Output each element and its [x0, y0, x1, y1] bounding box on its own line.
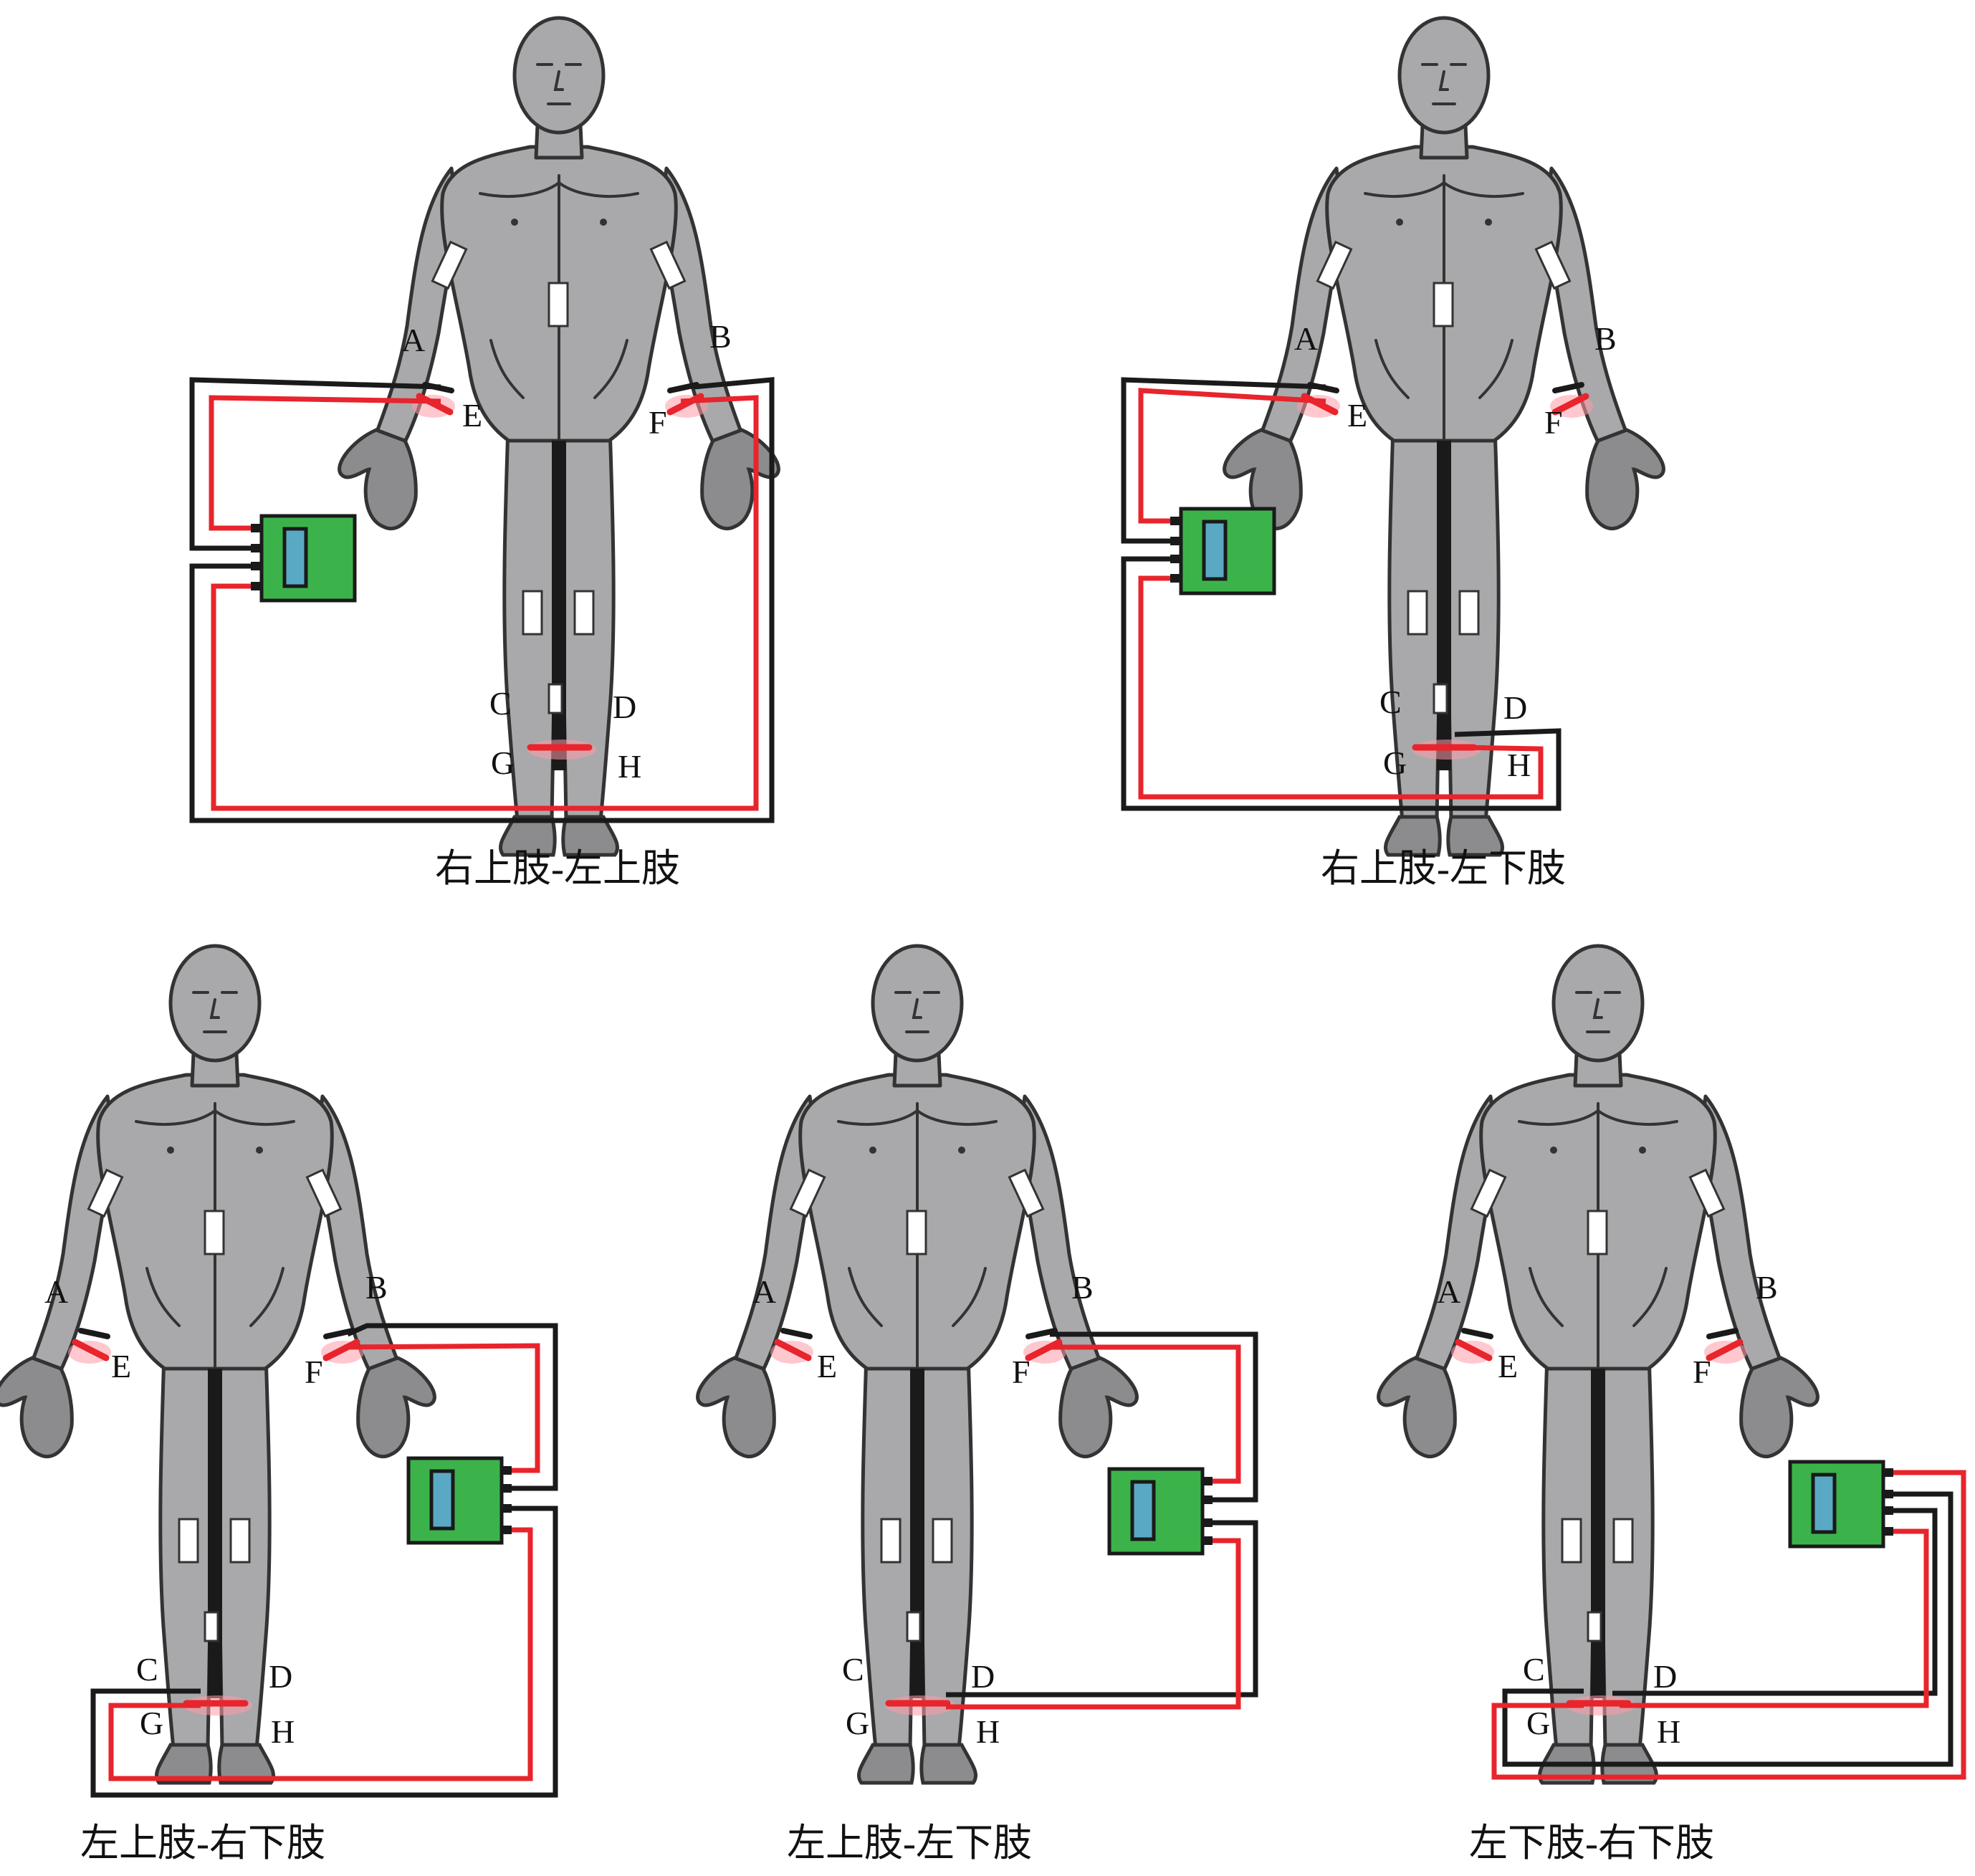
caption: 右上肢-左下肢: [1321, 847, 1566, 890]
label-d: D: [613, 689, 636, 725]
current-wire-lower: [90, 1506, 558, 1798]
voltage-wire-lower: [108, 1527, 533, 1781]
voltage-wire-lower: [211, 395, 759, 811]
human-figure-icon: [1379, 946, 1818, 1783]
label-c: C: [842, 1651, 864, 1688]
label-g: G: [846, 1705, 869, 1741]
current-wire-upper: [189, 377, 441, 551]
label-g: G: [491, 745, 515, 781]
label-b: B: [709, 318, 732, 355]
label-h: H: [1507, 747, 1531, 783]
caption: 右上肢-左上肢: [435, 847, 680, 890]
label-a: A: [1437, 1273, 1460, 1310]
current-wire-lower: [1612, 1508, 1938, 1696]
label-e: E: [1347, 397, 1367, 434]
label-d: D: [269, 1658, 292, 1695]
label-b: B: [1594, 320, 1617, 357]
label-f: F: [1544, 404, 1563, 441]
current-wire-upper: [1121, 377, 1326, 544]
label-f: F: [1693, 1354, 1711, 1390]
label-g: G: [140, 1705, 163, 1741]
voltage-wire-lower: [1620, 1528, 1929, 1708]
label-a: A: [44, 1273, 68, 1310]
label-d: D: [1503, 689, 1527, 726]
label-c: C: [136, 1651, 158, 1688]
voltage-wire-upper: [1491, 1470, 1966, 1780]
current-wire-upper: [346, 1323, 558, 1491]
current-wire-upper: [1502, 1491, 1954, 1767]
label-h: H: [976, 1713, 1000, 1750]
caption: 左上肢-左下肢: [787, 1822, 1032, 1865]
voltage-wire-upper: [343, 1343, 540, 1473]
measurement-device-icon: [1790, 1462, 1883, 1546]
caption: 左下肢-右下肢: [1469, 1822, 1714, 1865]
label-c: C: [1523, 1651, 1545, 1688]
label-b: B: [365, 1269, 388, 1306]
label-b: B: [1756, 1269, 1778, 1306]
label-f: F: [305, 1354, 323, 1390]
label-a: A: [401, 322, 425, 358]
current-wire-lower: [1121, 556, 1562, 811]
caption: 左上肢-右下肢: [80, 1822, 325, 1865]
label-g: G: [1383, 745, 1407, 781]
voltage-wire-upper: [209, 395, 441, 531]
label-e: E: [817, 1348, 837, 1384]
voltage-wire-lower: [1138, 575, 1544, 800]
label-h: H: [1657, 1713, 1680, 1750]
current-wire-upper: [1050, 1331, 1258, 1503]
label-c: C: [489, 685, 512, 722]
label-h: H: [271, 1713, 295, 1750]
label-e: E: [462, 397, 482, 434]
label-d: D: [1653, 1658, 1677, 1695]
voltage-wire-lower: [946, 1538, 1241, 1710]
label-a: A: [1294, 320, 1318, 357]
label-h: H: [618, 748, 641, 785]
label-g: G: [1526, 1705, 1550, 1741]
label-a: A: [752, 1273, 776, 1310]
label-e: E: [111, 1348, 131, 1384]
voltage-wire-upper: [1046, 1344, 1241, 1484]
label-b: B: [1071, 1269, 1094, 1306]
label-d: D: [971, 1658, 995, 1695]
voltage-wire-upper: [1138, 388, 1326, 524]
label-c: C: [1379, 684, 1402, 720]
current-wire-lower: [189, 377, 775, 823]
current-wire-lower: [946, 1520, 1258, 1698]
label-f: F: [1012, 1354, 1030, 1390]
label-e: E: [1498, 1348, 1518, 1384]
label-f: F: [649, 404, 667, 441]
